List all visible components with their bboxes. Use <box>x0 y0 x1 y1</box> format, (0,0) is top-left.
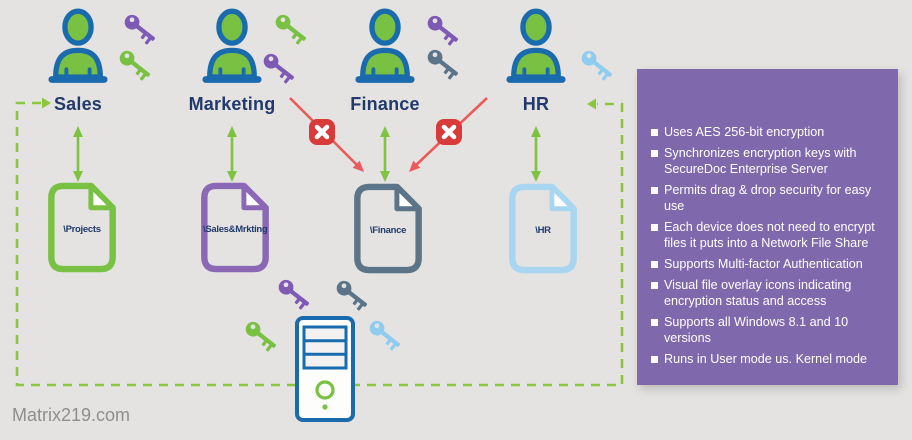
user-sales: Sales <box>18 8 138 115</box>
feature-item: Permits drag & drop security for easy us… <box>651 183 890 215</box>
key-icon-purple <box>274 276 313 312</box>
user-marketing: Marketing <box>172 8 292 115</box>
share-sales-mrkting: \Sales&Mrkting <box>200 182 270 273</box>
denied-x-icon <box>309 119 335 145</box>
feature-item: Runs in User mode us. Kernel mode <box>651 352 890 368</box>
denied-x-icon <box>436 119 462 145</box>
features-list: Uses AES 256-bit encryption Synchronizes… <box>637 69 898 368</box>
key-icon-green <box>241 318 280 354</box>
double-arrow-hr <box>531 126 541 182</box>
person-icon <box>505 8 567 86</box>
key-icon-slate <box>332 277 371 313</box>
share-label: \Sales&Mrkting <box>203 224 268 235</box>
share-hr: \HR <box>508 183 578 274</box>
feature-item: Uses AES 256-bit encryption <box>651 125 890 141</box>
feature-item: Synchronizes encryption keys with Secure… <box>651 146 890 178</box>
double-arrow-finance <box>380 126 390 182</box>
share-label: \Projects <box>63 224 101 235</box>
user-hr: HR <box>476 8 596 115</box>
person-icon <box>47 8 109 86</box>
server-tower-icon <box>295 316 355 422</box>
share-label: \HR <box>535 225 551 236</box>
user-label: Sales <box>53 94 103 114</box>
double-arrow-marketing <box>227 126 237 182</box>
feature-item: Visual file overlay icons indicating enc… <box>651 278 890 310</box>
features-panel: Uses AES 256-bit encryption Synchronizes… <box>637 69 898 385</box>
key-icon-lightblue <box>365 317 404 353</box>
person-icon <box>201 8 263 86</box>
person-icon <box>354 8 416 86</box>
share-label: \Finance <box>369 225 407 236</box>
share-projects: \Projects <box>47 182 117 273</box>
user-label: Marketing <box>188 94 276 114</box>
user-label: Finance <box>350 94 420 114</box>
user-label: HR <box>522 94 550 114</box>
double-arrow-sales <box>73 126 83 182</box>
feature-item: Supports Multi-factor Authentication <box>651 257 890 273</box>
watermark: Matrix219.com <box>12 405 131 425</box>
user-finance: Finance <box>325 8 445 115</box>
share-finance: \Finance <box>353 183 423 274</box>
feature-item: Each device does not need to encrypt fil… <box>651 220 890 252</box>
feature-item: Supports all Windows 8.1 and 10 versions <box>651 315 890 347</box>
